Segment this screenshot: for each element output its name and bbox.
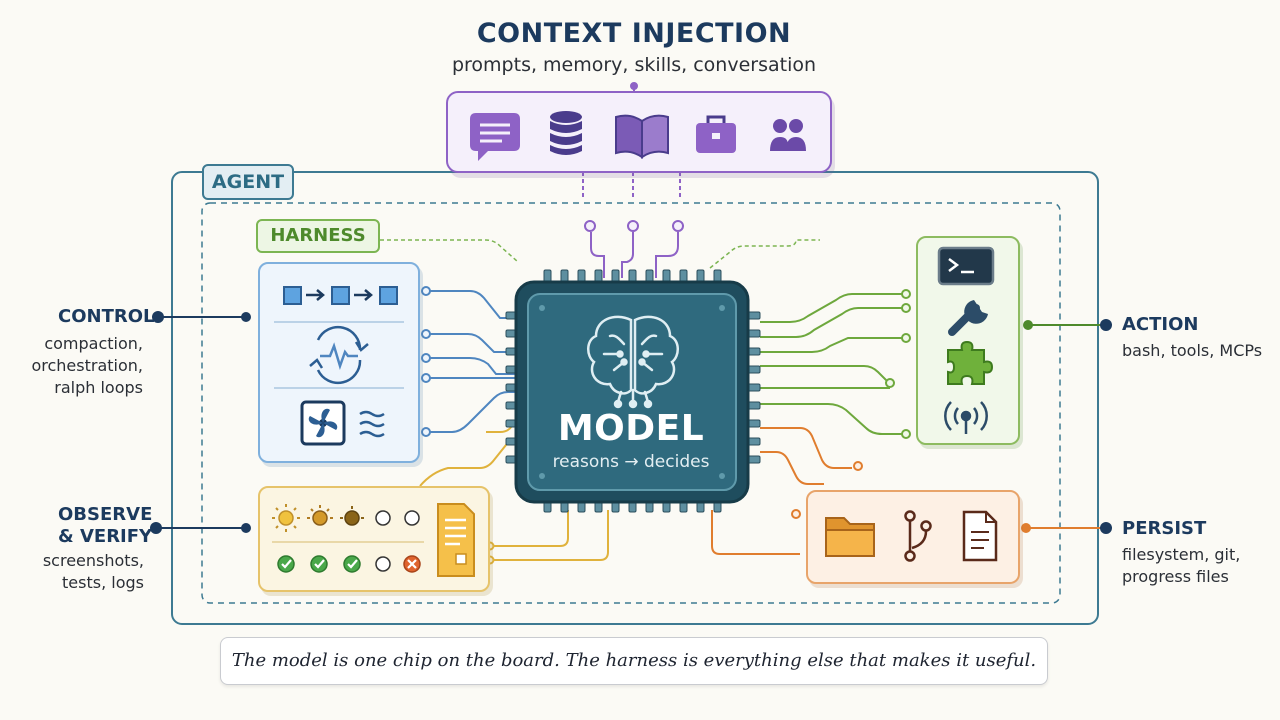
observe-title-line: OBSERVE xyxy=(58,504,153,525)
control-nodes xyxy=(421,286,431,437)
observe-connector xyxy=(150,522,251,534)
sun-icon xyxy=(307,505,333,526)
action-nodes xyxy=(885,289,911,439)
action-icons xyxy=(937,246,995,434)
git-branch-icon xyxy=(904,510,932,562)
control-wires xyxy=(426,290,516,433)
check-icon xyxy=(343,555,361,573)
harness-frame xyxy=(201,202,1061,604)
persist-description-line: filesystem, git, xyxy=(1122,545,1241,564)
fan-icon xyxy=(300,400,385,446)
context-injection-box xyxy=(446,91,832,173)
sun-icon xyxy=(340,506,364,526)
people-icon xyxy=(770,119,806,151)
control-panel xyxy=(258,262,420,463)
terminal-icon xyxy=(937,246,995,286)
observe-verify-panel xyxy=(258,486,490,592)
harness-dashed-link-right xyxy=(709,239,820,269)
control-title: CONTROL xyxy=(58,306,155,327)
model-subtitle: reasons → decides xyxy=(552,452,710,472)
context-injection-subtitle: prompts, memory, skills, conversation xyxy=(451,54,817,76)
persist-panel xyxy=(806,490,1020,584)
observe-verify-title: OBSERVE & VERIFY xyxy=(58,504,152,548)
pipeline-icon xyxy=(283,286,398,305)
persist-description-line: progress files xyxy=(1122,567,1229,586)
cycle-pulse-icon xyxy=(309,325,369,385)
wrench-icon xyxy=(948,300,988,336)
agent-label: AGENT xyxy=(202,164,294,200)
empty-status-icon xyxy=(375,510,391,526)
antenna-icon xyxy=(944,401,988,434)
control-description: compaction, orchestration, ralph loops xyxy=(20,333,143,399)
persist-connector xyxy=(1021,522,1112,534)
control-connector xyxy=(152,311,251,323)
observe-verify-description: screenshots, tests, logs xyxy=(20,550,144,594)
empty-status-icon xyxy=(375,556,391,572)
observe-description-line: screenshots, xyxy=(42,551,144,570)
check-icon xyxy=(277,555,295,573)
file-icon xyxy=(962,510,998,562)
observe-title-line: & VERIFY xyxy=(58,526,153,547)
puzzle-icon xyxy=(947,340,994,385)
context-icons xyxy=(470,111,806,161)
brain-icon xyxy=(587,315,679,409)
control-icons xyxy=(274,286,404,446)
action-wires xyxy=(760,293,906,435)
chat-icon xyxy=(470,113,520,161)
action-title: ACTION xyxy=(1122,314,1199,335)
log-document-icon xyxy=(437,503,475,577)
action-description: bash, tools, MCPs xyxy=(1122,341,1263,360)
context-wires xyxy=(582,84,681,278)
control-description-line: ralph loops xyxy=(54,378,143,397)
sun-icon xyxy=(272,504,300,532)
fail-icon xyxy=(403,555,421,573)
database-icon xyxy=(550,111,582,155)
persist-nodes xyxy=(791,461,863,519)
observe-wires xyxy=(419,425,609,561)
harness-label: HARNESS xyxy=(256,219,380,253)
harness-dashed-link xyxy=(380,239,519,263)
context-injection-title: CONTEXT INJECTION xyxy=(476,18,792,49)
persist-icons xyxy=(825,510,998,562)
persist-wires xyxy=(711,427,852,555)
check-icon xyxy=(310,555,328,573)
empty-status-icon xyxy=(404,510,420,526)
persist-title: PERSIST xyxy=(1122,518,1207,539)
caption: The model is one chip on the board. The … xyxy=(220,637,1048,685)
context-nodes xyxy=(584,82,684,232)
book-icon xyxy=(615,114,669,159)
control-description-line: orchestration, xyxy=(31,356,143,375)
briefcase-icon xyxy=(696,115,736,153)
action-connector xyxy=(1023,319,1112,331)
observe-icons xyxy=(272,503,475,577)
model-title: MODEL xyxy=(557,408,705,449)
persist-description: filesystem, git, progress files xyxy=(1122,544,1240,588)
observe-description-line: tests, logs xyxy=(62,573,144,592)
action-panel xyxy=(916,236,1020,445)
control-description-line: compaction, xyxy=(44,334,143,353)
folder-icon xyxy=(825,517,875,557)
